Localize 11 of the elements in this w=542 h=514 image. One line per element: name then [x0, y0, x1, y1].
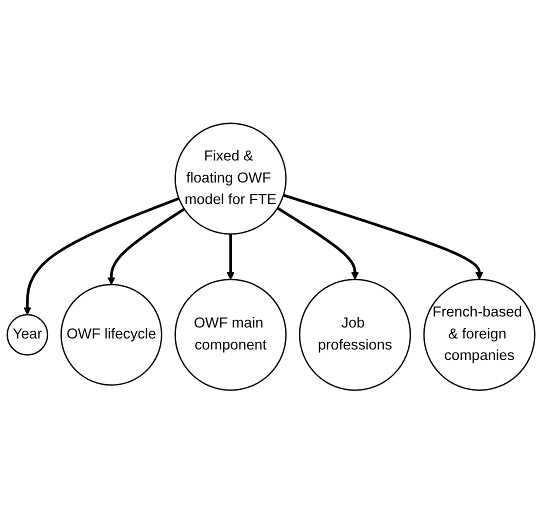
arrow — [276, 207, 359, 280]
node-circle: Fixed & floating OWF model for FTE — [174, 122, 287, 235]
node-circle: OWF main component — [174, 279, 287, 392]
node-circle: Year — [6, 314, 48, 356]
arrow — [107, 208, 186, 286]
arrow — [23, 198, 180, 316]
node-circle: OWF lifecycle — [60, 284, 162, 386]
arrow — [226, 234, 235, 280]
node-circle: Job professions — [298, 279, 412, 392]
node-circle: French-based & foreign companies — [423, 279, 536, 392]
arrow — [283, 194, 484, 280]
